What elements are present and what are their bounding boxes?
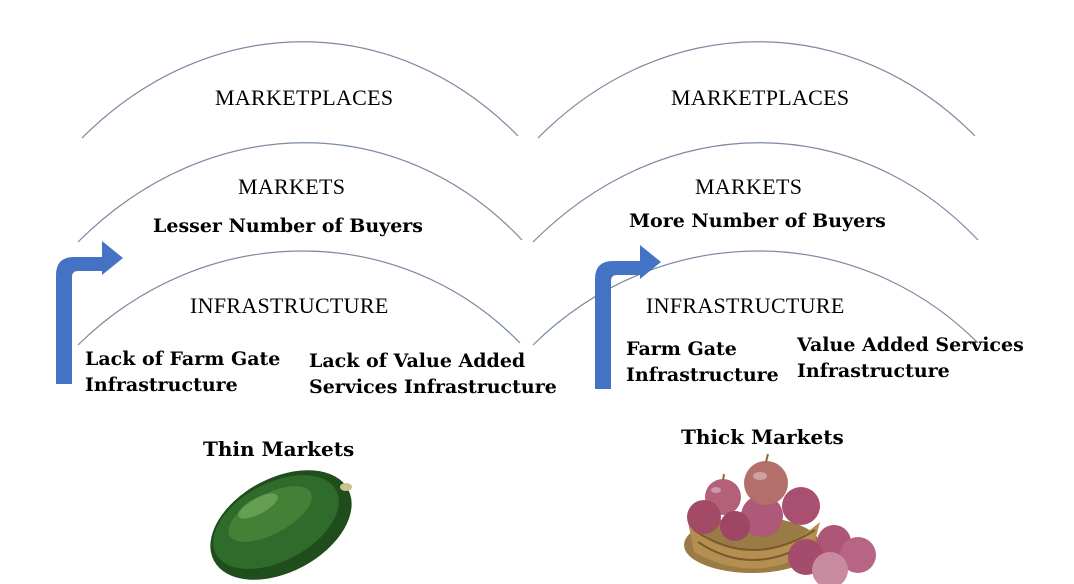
right-markets-label: MARKETS [695,176,802,198]
left-infrastructure-label: INFRASTRUCTURE [190,295,389,317]
left-value-added-text: Lack of Value Added Services Infrastruct… [309,348,557,400]
right-farm-gate-text: Farm Gate Infrastructure [626,336,779,388]
right-value-added-text: Value Added Services Infrastructure [797,332,1024,384]
right-value-added-line1: Value Added Services [797,332,1024,358]
right-infrastructure-label: INFRASTRUCTURE [646,295,845,317]
left-farm-gate-line2: Infrastructure [85,372,280,398]
right-farm-gate-line1: Farm Gate [626,336,779,362]
right-buyers-text: More Number of Buyers [629,208,886,234]
right-value-added-line2: Infrastructure [797,358,1024,384]
watermelon-image [192,448,370,584]
left-farm-gate-text: Lack of Farm Gate Infrastructure [85,346,280,398]
left-marketplaces-label: MARKETPLACES [215,87,393,109]
left-value-added-line2: Services Infrastructure [309,374,557,400]
left-markets-label: MARKETS [238,176,345,198]
left-market-type-title: Thin Markets [203,437,354,461]
right-marketplaces-label: MARKETPLACES [671,87,849,109]
right-farm-gate-line2: Infrastructure [626,362,779,388]
right-market-type-title: Thick Markets [681,425,844,449]
left-buyers-text: Lesser Number of Buyers [153,213,423,239]
onion-basket-image [684,454,876,584]
left-farm-gate-line1: Lack of Farm Gate [85,346,280,372]
left-value-added-line1: Lack of Value Added [309,348,557,374]
